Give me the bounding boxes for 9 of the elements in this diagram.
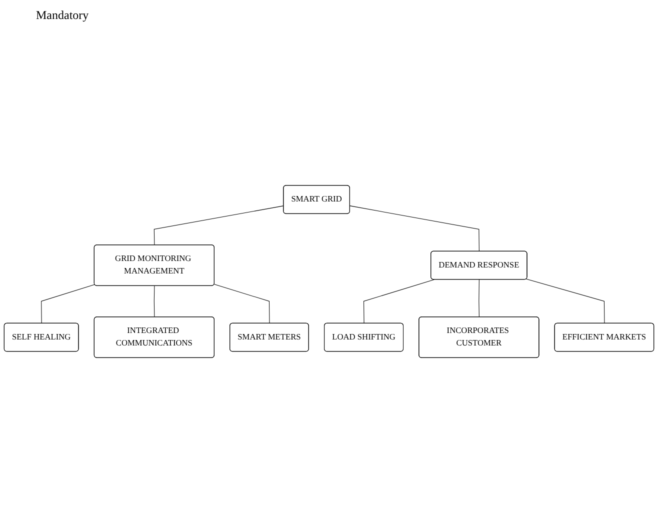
connector [526, 278, 605, 324]
connector [214, 284, 270, 324]
connector [154, 286, 155, 318]
note-text: Mandatory [36, 8, 89, 23]
connector [41, 284, 96, 324]
connector [350, 206, 480, 252]
connector [364, 279, 434, 324]
connector [478, 279, 480, 318]
connector [154, 206, 284, 246]
